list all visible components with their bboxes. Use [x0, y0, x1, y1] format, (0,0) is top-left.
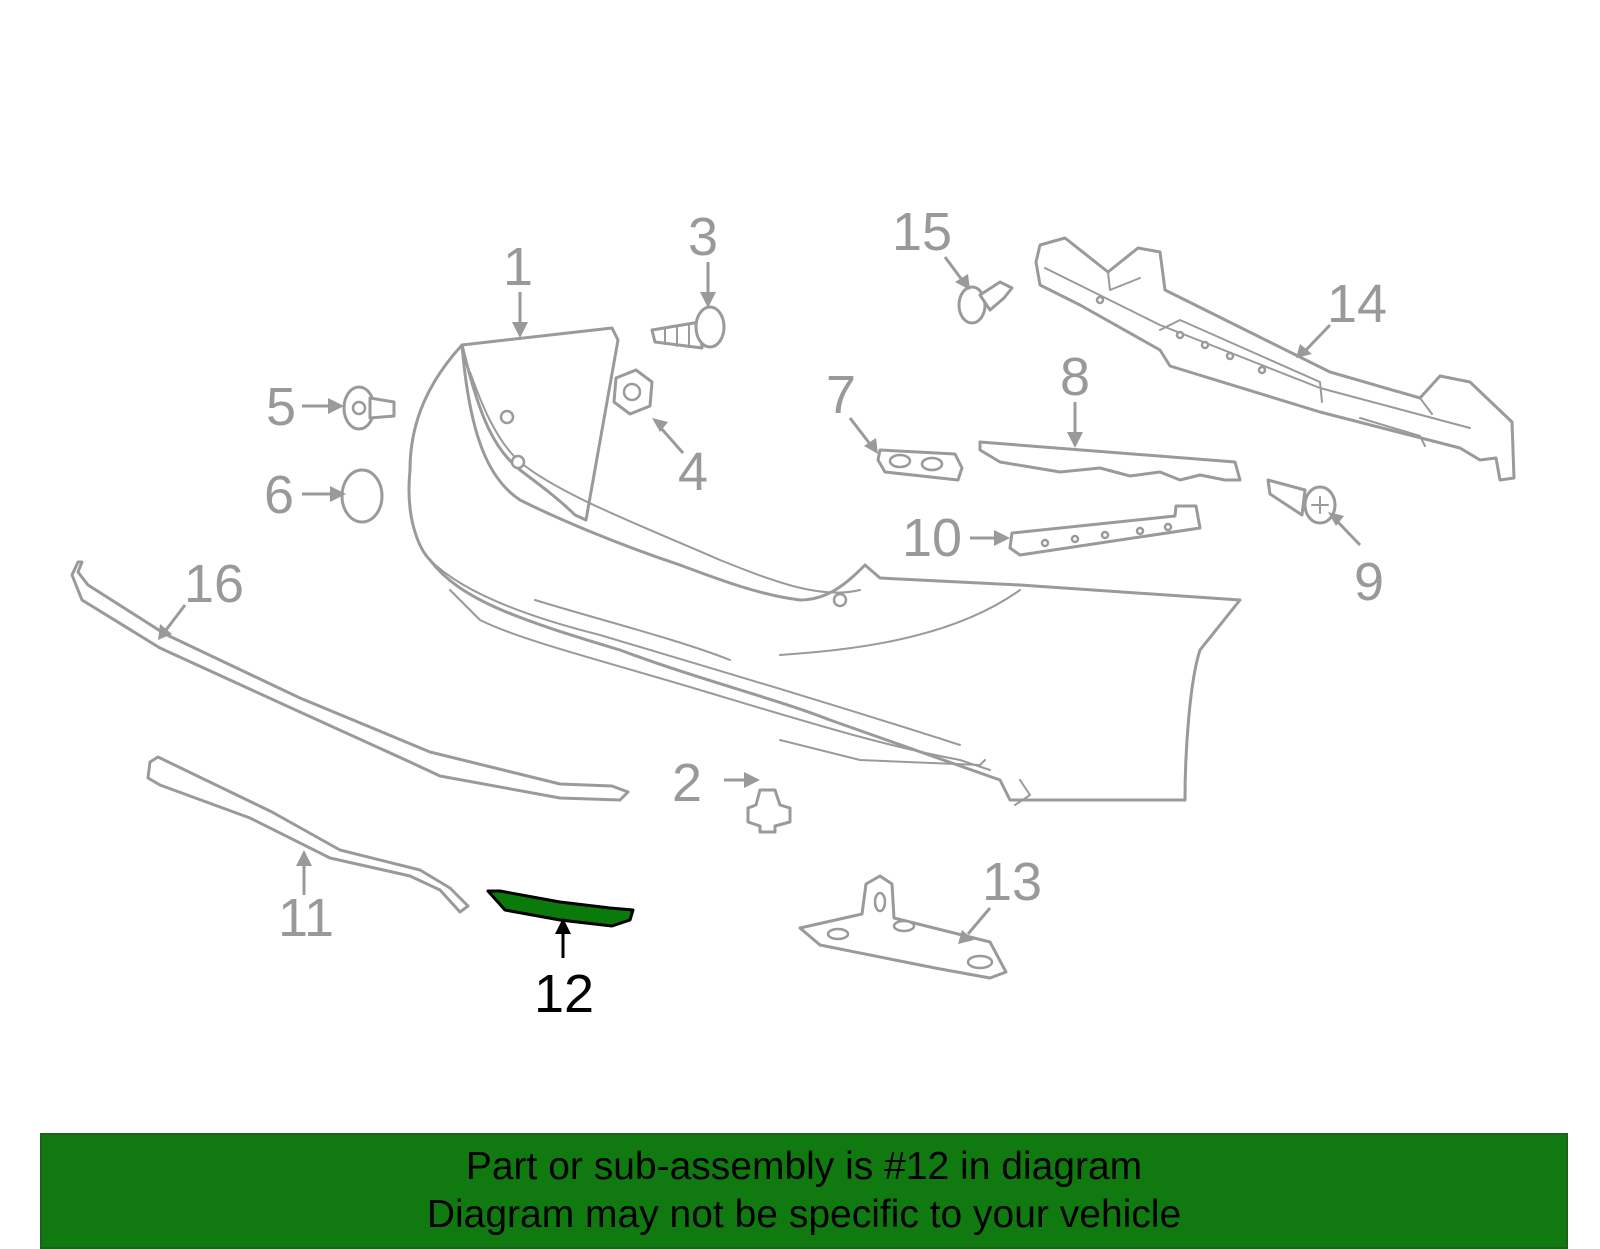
callout-2: 2: [672, 753, 702, 813]
banner-line-disclaimer: Diagram may not be specific to your vehi…: [426, 1193, 1182, 1236]
callout-16: 16: [184, 554, 244, 614]
part-2-push-clip: [746, 788, 792, 834]
callout-10: 10: [902, 508, 962, 568]
part-16-spoiler: [70, 560, 630, 802]
part-10-bracket: [1008, 504, 1202, 557]
callout-15: 15: [892, 202, 952, 262]
callout-11: 11: [278, 888, 334, 948]
leader-arrows: [158, 256, 1362, 958]
part-7-spacer: [876, 448, 964, 482]
part-11-garnish: [146, 755, 470, 914]
callout-8: 8: [1060, 347, 1090, 407]
part-4-hex-nut: [612, 368, 654, 416]
part-12-highlighted: [486, 889, 635, 928]
callout-4: 4: [678, 442, 708, 502]
callout-14: 14: [1327, 274, 1387, 334]
part-6-cap: [340, 468, 384, 524]
callout-1: 1: [503, 237, 533, 297]
part-5-bolt: [342, 385, 396, 431]
part-3-bolt: [650, 305, 726, 350]
callout-12-highlighted: 12: [534, 964, 594, 1024]
part-15-clip: [957, 280, 1014, 325]
part-14-beam: [1034, 236, 1516, 482]
callout-7: 7: [826, 365, 856, 425]
part-8-bracket: [978, 440, 1242, 482]
info-banner: Part or sub-assembly is #12 in diagram D…: [40, 1133, 1568, 1249]
part-13-bracket: [798, 874, 1008, 980]
callout-9: 9: [1354, 552, 1384, 612]
callout-6: 6: [264, 465, 294, 525]
callout-5: 5: [266, 377, 296, 437]
part-1-bumper-cover: [407, 326, 1242, 806]
banner-line-part-number: Part or sub-assembly is #12 in diagram: [465, 1145, 1143, 1188]
callout-labels: 1 2 3 4 5 6 7 8 9 10 11 12 13 14 15 16: [184, 202, 1387, 1024]
callout-13: 13: [982, 852, 1042, 912]
part-9-screw: [1266, 478, 1337, 525]
callout-3: 3: [688, 207, 718, 267]
